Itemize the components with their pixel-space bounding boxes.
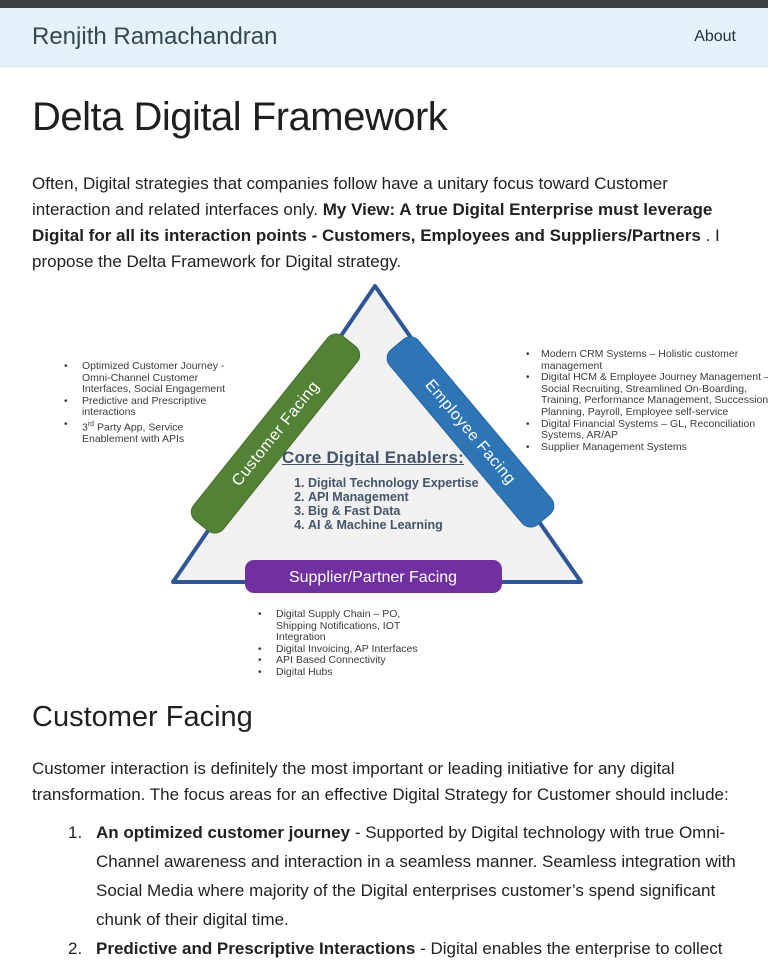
enabler-item: Digital Technology Expertise	[308, 476, 492, 490]
list-number: 1.	[68, 823, 83, 842]
enabler-item: Big & Fast Data	[308, 504, 492, 518]
page-title: Delta Digital Framework	[32, 95, 448, 139]
site-title[interactable]: Renjith Ramachandran	[32, 23, 278, 50]
supplier-facing-bullets: Digital Supply Chain – PO, Shipping Noti…	[256, 608, 444, 679]
bullet-item: API Based Connectivity	[256, 655, 444, 667]
article-content: Delta Digital Framework Often, Digital s…	[0, 93, 768, 963]
enablers-heading: Core Digital Enablers:	[282, 448, 464, 467]
bullet-item: Supplier Management Systems	[524, 441, 768, 454]
bullet-item: Predictive and Prescriptive interactions	[62, 395, 240, 419]
intro-normal-2: . I propose the Delta Framework for Digi…	[32, 226, 720, 271]
enablers-list: Digital Technology Expertise API Managem…	[282, 476, 492, 532]
focus-areas-list: 1. An optimized customer journey - Suppor…	[32, 818, 736, 963]
bullet-item: Digital Invoicing, AP Interfaces	[256, 643, 444, 656]
list-item: 1. An optimized customer journey - Suppor…	[68, 818, 736, 934]
list-item-bold: Predictive and Prescriptive Interactions	[96, 939, 416, 958]
bullet-text: Party App, Service Enablement with APIs	[82, 421, 185, 446]
section-paragraph: Customer interaction is definitely the m…	[32, 759, 729, 804]
intro-bold: My View: A true Digital Enterprise must …	[32, 200, 713, 245]
list-item-text: - Digital enables the enterprise to coll…	[415, 939, 723, 958]
intro-paragraph: Often, Digital strategies that companies…	[32, 171, 736, 275]
enabler-item: AI & Machine Learning	[308, 518, 492, 532]
bullet-item: Modern CRM Systems – Holistic customer m…	[524, 348, 768, 372]
section-heading-customer-facing: Customer Facing	[32, 701, 253, 733]
bullet-item: Digital Financial Systems – GL, Reconcil…	[524, 418, 768, 442]
customer-facing-bullets: Optimized Customer Journey - Omni-Channe…	[62, 360, 240, 446]
list-item-bold: An optimized customer journey	[96, 823, 351, 842]
supplier-partner-band-label: Supplier/Partner Facing	[289, 569, 457, 586]
ordinal-suffix: rd	[87, 420, 95, 428]
supplier-partner-band: Supplier/Partner Facing	[245, 560, 502, 593]
core-digital-enablers: Core Digital Enablers: Digital Technolog…	[282, 448, 492, 532]
list-item-text: - Supported by Digital technology with t…	[96, 823, 736, 929]
delta-framework-diagram: Customer Facing Employee Facing Supplier…	[32, 281, 768, 685]
intro-normal-1: Often, Digital strategies that companies…	[32, 174, 668, 219]
bullet-text: 3	[82, 421, 88, 434]
browser-top-bar	[0, 0, 768, 8]
list-number: 2.	[68, 939, 83, 958]
bullet-item: Digital Hubs	[256, 666, 444, 679]
bullet-item: Digital HCM & Employee Journey Managemen…	[524, 371, 768, 418]
employee-facing-bullets: Modern CRM Systems – Holistic customer m…	[524, 348, 768, 454]
enabler-item: API Management	[308, 490, 492, 504]
triangle-diagram-svg: Customer Facing Employee Facing Supplier…	[171, 284, 583, 593]
bullet-item: Optimized Customer Journey - Omni-Channe…	[62, 360, 240, 396]
list-item: 2. Predictive and Prescriptive Interactio…	[68, 934, 736, 963]
bullet-item: Digital Supply Chain – PO, Shipping Noti…	[256, 608, 444, 644]
nav-about-link[interactable]: About	[694, 28, 736, 45]
site-header: Renjith Ramachandran About	[0, 8, 768, 67]
bullet-item: 3rd Party App, Service Enablement with A…	[62, 419, 240, 446]
